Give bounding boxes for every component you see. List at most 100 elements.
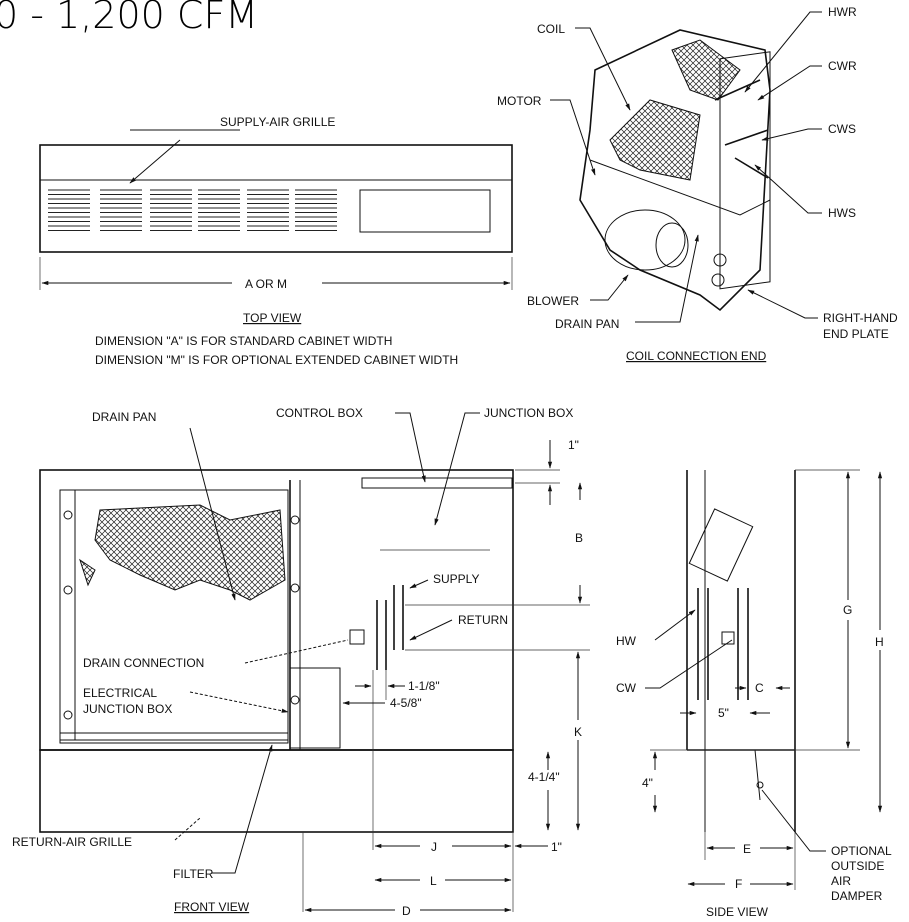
label-cws: CWS (828, 122, 856, 136)
callout-supply-grille-arrow (129, 139, 181, 184)
dim-f: F (735, 877, 742, 891)
dim-4-5-8: 4-5/8" (390, 696, 422, 710)
label-return-air-grille: RETURN-AIR GRILLE (12, 835, 132, 849)
mount-hole-3 (63, 710, 73, 720)
label-hws: HWS (828, 206, 856, 220)
label-damper-1: OPTIONAL (831, 844, 892, 858)
leader-supply (409, 579, 429, 589)
label-end-plate-2: END PLATE (823, 327, 889, 341)
supply-air-grille (48, 189, 337, 231)
note-dimension-a: DIMENSION "A" IS FOR STANDARD CABINET WI… (95, 334, 392, 348)
leader-return (409, 619, 453, 641)
dim-b: B (575, 531, 583, 545)
dim-a-or-m: A OR M (245, 277, 287, 291)
leader-blower (590, 274, 629, 301)
dim-4in: 4" (642, 776, 653, 790)
coil-connection-end-view: COIL MOTOR HWR CWR CWS HWS BLOWER DRAIN … (497, 5, 898, 363)
label-damper-4: DAMPER (831, 889, 883, 903)
coil-assembly-outline (579, 29, 771, 312)
leader-drain-connection (244, 639, 349, 664)
leader-hws (754, 164, 822, 214)
label-blower: BLOWER (527, 294, 579, 308)
return-air-grille (39, 749, 514, 833)
label-supply-air-grille: SUPPLY-AIR GRILLE (220, 115, 335, 129)
knockout-hole-2 (711, 273, 725, 287)
leader-cws (761, 128, 822, 141)
drain-connection-fitting (349, 629, 365, 645)
dim-h: H (875, 635, 884, 649)
label-return: RETURN (458, 613, 508, 627)
label-end-plate-1: RIGHT-HAND (823, 311, 898, 325)
caption-top-view: TOP VIEW (243, 311, 302, 325)
electrical-junction-box (289, 667, 341, 749)
label-damper-3: AIR (831, 874, 851, 888)
label-control-box: CONTROL BOX (276, 406, 363, 420)
dim-l: L (430, 874, 437, 888)
coil-hatching (609, 99, 701, 181)
side-drain-fitting (721, 631, 735, 645)
note-dimension-m: DIMENSION "M" IS FOR OPTIONAL EXTENDED C… (95, 353, 458, 367)
leader-return-air-grille (174, 817, 201, 841)
caption-coil-connection-end: COIL CONNECTION END (626, 349, 767, 363)
dim-d: D (402, 904, 411, 918)
caption-front-view: FRONT VIEW (174, 900, 250, 914)
dim-e: E (743, 842, 751, 856)
knockout-hole-1 (713, 253, 727, 267)
dim-g: G (843, 603, 852, 617)
leader-drain-pan-front (189, 427, 236, 601)
page-heading-partial: 0 - 1,200 CFM (0, 0, 258, 37)
dim-j: J (431, 840, 437, 854)
coil-fin-hatching (671, 39, 741, 101)
leader-damper (761, 789, 826, 852)
caption-side-view: SIDE VIEW (706, 905, 769, 919)
leader-hwr (744, 11, 822, 93)
label-electrical-jbox-2: JUNCTION BOX (83, 702, 172, 716)
label-electrical-jbox-1: ELECTRICAL (83, 686, 157, 700)
leader-cwr (757, 65, 822, 101)
leader-hw (654, 609, 696, 641)
leader-motor (550, 99, 596, 176)
dim-1in-top: 1" (568, 438, 579, 452)
leader-junction-box (434, 412, 480, 526)
dim-1in-right: 1" (551, 840, 562, 854)
side-coil (688, 508, 754, 582)
label-filter: FILTER (173, 867, 214, 881)
pipe-hws (734, 157, 769, 179)
leader-end-plate (747, 289, 818, 319)
leader-filter (212, 744, 273, 874)
coil-fragment-hatching (79, 558, 96, 587)
label-supply: SUPPLY (433, 572, 479, 586)
pipe-cws (724, 129, 769, 146)
outside-air-damper (754, 749, 761, 801)
right-hand-end-plate-shape (719, 51, 771, 290)
dim-1-1-8: 1-1/8" (408, 679, 440, 693)
label-damper-2: OUTSIDE (831, 859, 884, 873)
label-drain-pan-front: DRAIN PAN (92, 410, 156, 424)
top-view-panel (359, 189, 491, 233)
blower-housing (604, 209, 686, 271)
leader-cw (645, 639, 733, 689)
label-motor: MOTOR (497, 94, 542, 108)
label-hw: HW (616, 634, 637, 648)
coil-panel (59, 489, 289, 741)
control-box-top (361, 477, 513, 489)
label-drain-connection: DRAIN CONNECTION (83, 656, 204, 670)
dim-k: K (574, 725, 582, 739)
mount-hole-4 (290, 515, 300, 525)
leader-electrical-jbox (189, 691, 289, 713)
mount-hole-5 (290, 583, 300, 593)
leader-control-box (395, 412, 426, 483)
top-view-cabinet (39, 144, 513, 253)
drain-pan-lip (589, 159, 771, 216)
dim-5: 5" (718, 706, 729, 720)
blower-wheel (655, 222, 689, 268)
top-view: SUPPLY-AIR GRILLE A OR M TOP VIEW DIMENS… (39, 115, 513, 367)
filter-bar (59, 732, 289, 744)
label-cw: CW (616, 681, 637, 695)
side-view: HW CW C 5" G H 4" E F OPTIONAL OUTSIDE A… (616, 469, 892, 919)
coil-cutaway-hatching (94, 504, 286, 601)
dim-4-1-4: 4-1/4" (528, 770, 560, 784)
mount-hole-2 (63, 585, 73, 595)
front-view: DRAIN PAN CONTROL BOX JUNCTION BOX SUPPL… (12, 406, 590, 918)
